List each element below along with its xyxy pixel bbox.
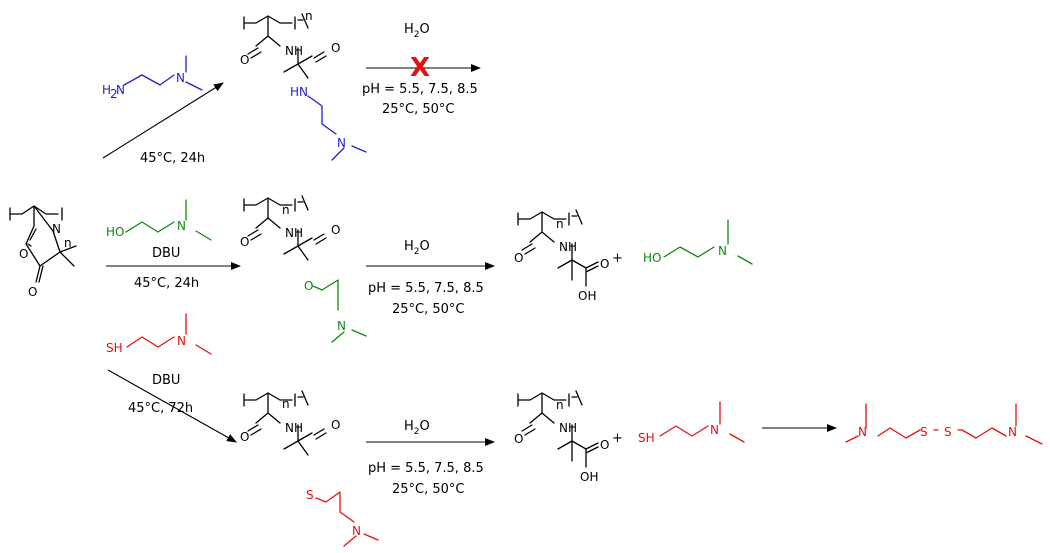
disulfide-n-left: N [858, 425, 867, 439]
ester-amide-oxygen: O [240, 235, 249, 249]
thiol-sh: SH [106, 341, 123, 355]
thiol-conditions: 45°C, 72h [128, 401, 193, 416]
thiol-water: H2O [404, 419, 430, 437]
alcohol-conditions: 45°C, 24h [134, 276, 199, 291]
released-alcohol-n: N [718, 244, 727, 258]
alcohol-ho: HO [106, 225, 124, 239]
alcohol-n: N [177, 219, 186, 233]
ester-product: NH O O O N n [240, 195, 367, 343]
acid-product-row2: n NH O O OH [514, 209, 609, 303]
disulfide-n-right: N [1008, 425, 1017, 439]
thioester-product-n: n [282, 397, 290, 411]
ester-product-n: n [282, 203, 290, 217]
ester-nh: NH [285, 226, 303, 240]
thiol-plus: + [612, 431, 623, 446]
thiol-reagent: SH N [106, 313, 212, 355]
acid3-oh: OH [580, 470, 598, 484]
no-reaction-mark: X [410, 53, 430, 83]
acid2-n: n [556, 217, 564, 231]
ester-oxygen: O [304, 279, 313, 293]
ring-nitrogen: N [52, 222, 61, 236]
disulfide-s-left: S [920, 425, 928, 439]
amide-nh: NH [285, 44, 303, 58]
disulfide-s-right: S [944, 425, 952, 439]
ring-oxygen: O [19, 247, 28, 261]
released-thiol: SH N [638, 401, 745, 445]
product-dimethylamino-n: N [337, 136, 346, 150]
thioester-sulfur: S [306, 488, 314, 502]
thioester-amide-oxygen: O [240, 430, 249, 444]
azlactone-polymer: n N O O [9, 205, 77, 299]
ester-dimethylamino-n: N [337, 319, 346, 333]
alcohol-catalyst: DBU [152, 246, 180, 261]
amine-n: N [116, 83, 125, 97]
acid2-nh: NH [559, 240, 577, 254]
amine-h: H [102, 83, 111, 97]
amide-product-n: n [305, 9, 313, 23]
disulfide-product: N S S N [845, 403, 1043, 445]
carbonyl-oxygen: O [28, 285, 37, 299]
released-thiol-n: N [710, 423, 719, 437]
subscript-n: n [64, 236, 72, 250]
thiol-temperatures: 25°C, 50°C [392, 482, 465, 497]
amine-reaction-arrow [102, 82, 224, 159]
alcohol-water: H2O [404, 239, 430, 257]
thiol-reaction-arrow [107, 369, 237, 443]
ester-carbonyl-oxygen: O [331, 223, 340, 237]
acid2-carbonyl-oxygen: O [600, 257, 609, 271]
acid3-amide-oxygen: O [514, 432, 523, 446]
thiol-ph: pH = 5.5, 7.5, 8.5 [368, 461, 484, 476]
released-ho: HO [643, 251, 661, 265]
acid-product-row3: n NH O O OH [514, 390, 609, 484]
alcohol-reagent: HO N [106, 199, 212, 241]
alcohol-temperatures: 25°C, 50°C [392, 302, 465, 317]
amide-product: NH O O HN N n [240, 9, 367, 161]
amine-subscript: 2 [110, 87, 118, 101]
amine-temperatures: 25°C, 50°C [382, 102, 455, 117]
alcohol-ph: pH = 5.5, 7.5, 8.5 [368, 281, 484, 296]
amine-reagent: H 2 N N [102, 55, 203, 101]
acid2-amide-oxygen: O [514, 251, 523, 265]
acid3-n: n [556, 398, 564, 412]
amide2-oxygen: O [331, 41, 340, 55]
acid3-carbonyl-oxygen: O [600, 438, 609, 452]
released-sh: SH [638, 431, 655, 445]
dimethylamino-n: N [176, 71, 185, 85]
acid3-nh: NH [559, 421, 577, 435]
amide-oxygen: O [240, 53, 249, 67]
amine-ph: pH = 5.5, 7.5, 8.5 [362, 82, 478, 97]
thioester-nh: NH [285, 421, 303, 435]
amide2-hn: HN [290, 85, 308, 99]
thiol-catalyst: DBU [152, 373, 180, 388]
thiol-n: N [177, 334, 186, 348]
thioester-carbonyl-oxygen: O [331, 418, 340, 432]
thioester-product: n NH O O S N [240, 390, 379, 547]
acid2-oh: OH [578, 289, 596, 303]
thioester-dimethylamino-n: N [352, 524, 361, 538]
amine-water-h: H2O [404, 22, 430, 40]
alcohol-plus: + [612, 251, 623, 266]
amine-conditions: 45°C, 24h [140, 151, 205, 166]
released-alcohol: HO N [643, 219, 753, 265]
